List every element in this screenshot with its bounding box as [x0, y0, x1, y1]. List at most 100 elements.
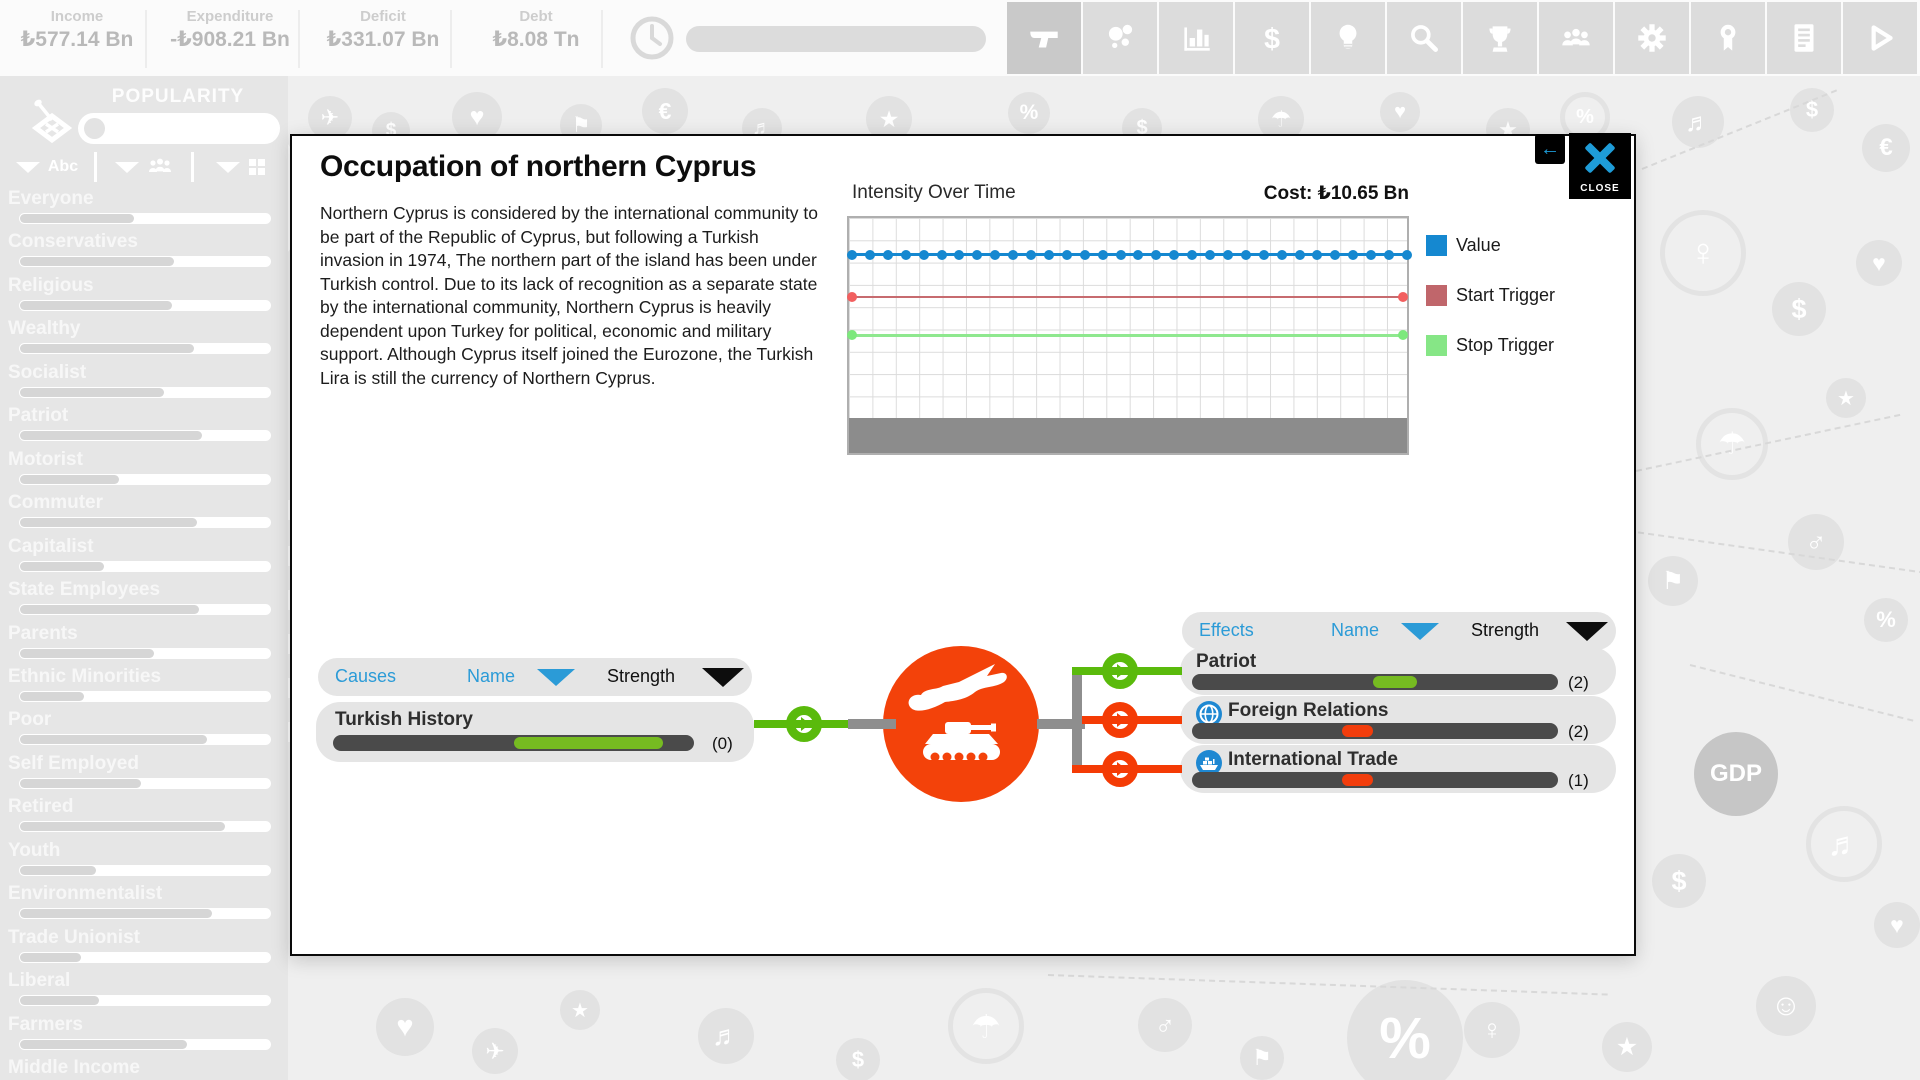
voter-group-row[interactable]: Conservatives	[0, 231, 288, 274]
toolbar-bar-chart-icon[interactable]	[1159, 2, 1233, 74]
legend-swatch	[1426, 235, 1447, 256]
close-button[interactable]: CLOSE	[1569, 133, 1631, 199]
toolbar-report-icon[interactable]	[1767, 2, 1841, 74]
clock-icon[interactable]	[629, 15, 675, 66]
voter-group-row[interactable]: Socialist	[0, 362, 288, 405]
toolbar-gun-icon[interactable]	[1007, 2, 1081, 74]
decor-ambient-icon: ☂	[948, 988, 1024, 1064]
back-button[interactable]: ←	[1535, 134, 1565, 164]
voter-group-label: Trade Unionist	[8, 926, 140, 948]
voter-group-row[interactable]: Patriot	[0, 405, 288, 448]
toolbar-gear-icon[interactable]	[1615, 2, 1689, 74]
voter-group-row[interactable]: Liberal	[0, 970, 288, 1013]
legend-label: Start Trigger	[1456, 285, 1556, 305]
legend-swatch	[1426, 285, 1447, 306]
toolbar-trophy-icon[interactable]	[1463, 2, 1537, 74]
value-marker	[1187, 250, 1198, 260]
voter-group-bar-fill	[20, 691, 84, 701]
toolbar-search-icon[interactable]	[1387, 2, 1461, 74]
people-icon	[149, 158, 171, 172]
toolbar-bulb-icon[interactable]	[1311, 2, 1385, 74]
effect-connector-red	[1082, 716, 1182, 724]
finance-stat: Debt₺8.08 Tn	[462, 0, 610, 52]
chevron-down-icon[interactable]	[1401, 623, 1439, 640]
voter-group-row[interactable]: Middle Income	[0, 1057, 288, 1080]
voter-group-row[interactable]: Religious	[0, 275, 288, 318]
decor-ambient-icon: %	[1008, 92, 1050, 134]
chevron-down-icon	[216, 161, 240, 173]
voter-group-row[interactable]: Ethnic Minorities	[0, 666, 288, 709]
chart-timeline-scrubber[interactable]	[849, 418, 1407, 453]
toolbar-dollar-icon[interactable]: $	[1235, 2, 1309, 74]
value-marker	[1222, 250, 1233, 260]
chevron-down-icon[interactable]	[702, 668, 744, 687]
voter-group-row[interactable]: Parents	[0, 623, 288, 666]
cause-connector	[754, 720, 886, 728]
effect-row[interactable]: Foreign Relations(2)	[1180, 696, 1616, 744]
time-slider[interactable]	[686, 26, 986, 52]
strength-bar	[1192, 723, 1558, 739]
value-marker	[1026, 250, 1036, 260]
row-name: International Trade	[1228, 749, 1398, 770]
sidebar-title: POPULARITY	[111, 86, 245, 107]
value-marker	[918, 250, 929, 260]
voter-group-row[interactable]: Wealthy	[0, 318, 288, 361]
decor-ambient-icon: $	[836, 1038, 880, 1080]
voter-group-bar	[19, 1038, 271, 1050]
play-icon	[1871, 25, 1893, 51]
voter-group-row[interactable]: Capitalist	[0, 536, 288, 579]
cause-row[interactable]: Turkish History(0)	[316, 702, 754, 762]
chevron-down-icon[interactable]	[1566, 622, 1608, 641]
stat-label: Income	[50, 8, 104, 25]
filter-sort-group[interactable]	[97, 152, 194, 182]
causes-sort-name[interactable]: Name	[467, 666, 516, 686]
finance-stat: Expenditure-₺908.21 Bn	[156, 0, 304, 52]
filter-sort-grid[interactable]	[194, 152, 288, 182]
filter-sort-alpha[interactable]: Abc	[0, 152, 97, 182]
voter-group-bar-fill	[20, 822, 225, 832]
voter-group-bar	[19, 604, 271, 616]
decor-gdp-icon: GDP	[1694, 732, 1778, 816]
causes-sort-strength[interactable]: Strength	[607, 666, 676, 686]
decor-ambient-icon: ♥	[376, 998, 434, 1056]
voter-group-label: Religious	[8, 274, 94, 296]
decor-ambient-icon: ★	[560, 990, 600, 1030]
toolbar-people-icon[interactable]	[1539, 2, 1613, 74]
voter-group-row[interactable]: Motorist	[0, 449, 288, 492]
voter-group-bar	[19, 864, 271, 876]
voter-group-bar	[19, 734, 271, 746]
voter-group-row[interactable]: State Employees	[0, 579, 288, 622]
voter-group-row[interactable]: Environmentalist	[0, 883, 288, 926]
decor-ambient-icon: $	[1652, 854, 1706, 908]
effect-row[interactable]: International Trade(1)	[1180, 745, 1616, 793]
voter-group-bar	[19, 647, 271, 659]
voter-group-row[interactable]: Commuter	[0, 492, 288, 535]
value-marker	[1205, 250, 1215, 260]
strength-segment	[513, 737, 664, 749]
voter-group-label: Wealthy	[8, 318, 81, 340]
chevron-down-icon[interactable]	[537, 669, 575, 686]
voter-group-row[interactable]: Everyone	[0, 188, 288, 231]
voter-group-row[interactable]: Poor	[0, 709, 288, 752]
toolbar-medal-icon[interactable]	[1691, 2, 1765, 74]
toolbar-play-icon[interactable]	[1843, 2, 1917, 74]
toolbar-bubbles-icon[interactable]	[1083, 2, 1157, 74]
popularity-meter[interactable]	[78, 113, 280, 144]
voter-group-row[interactable]: Farmers	[0, 1014, 288, 1057]
voter-group-row[interactable]: Retired	[0, 796, 288, 839]
policy-dialog: Occupation of northern Cyprus Northern C…	[290, 133, 1636, 956]
voter-group-row[interactable]: Youth	[0, 840, 288, 883]
decor-dashed-line	[1047, 974, 1608, 996]
effects-sort-strength[interactable]: Strength	[1471, 620, 1540, 640]
effect-row[interactable]: Patriot(2)	[1180, 647, 1616, 695]
voter-group-row[interactable]: Self Employed	[0, 753, 288, 796]
effects-sort-name[interactable]: Name	[1331, 620, 1380, 640]
value-marker	[1401, 250, 1412, 260]
voter-group-bar-fill	[20, 996, 99, 1006]
voter-group-row[interactable]: Trade Unionist	[0, 927, 288, 970]
intensity-chart	[847, 216, 1412, 455]
voter-group-label: Farmers	[8, 1013, 83, 1035]
connector-stub	[1037, 719, 1085, 729]
chevron-down-icon	[15, 161, 40, 173]
row-name: Foreign Relations	[1228, 700, 1389, 721]
